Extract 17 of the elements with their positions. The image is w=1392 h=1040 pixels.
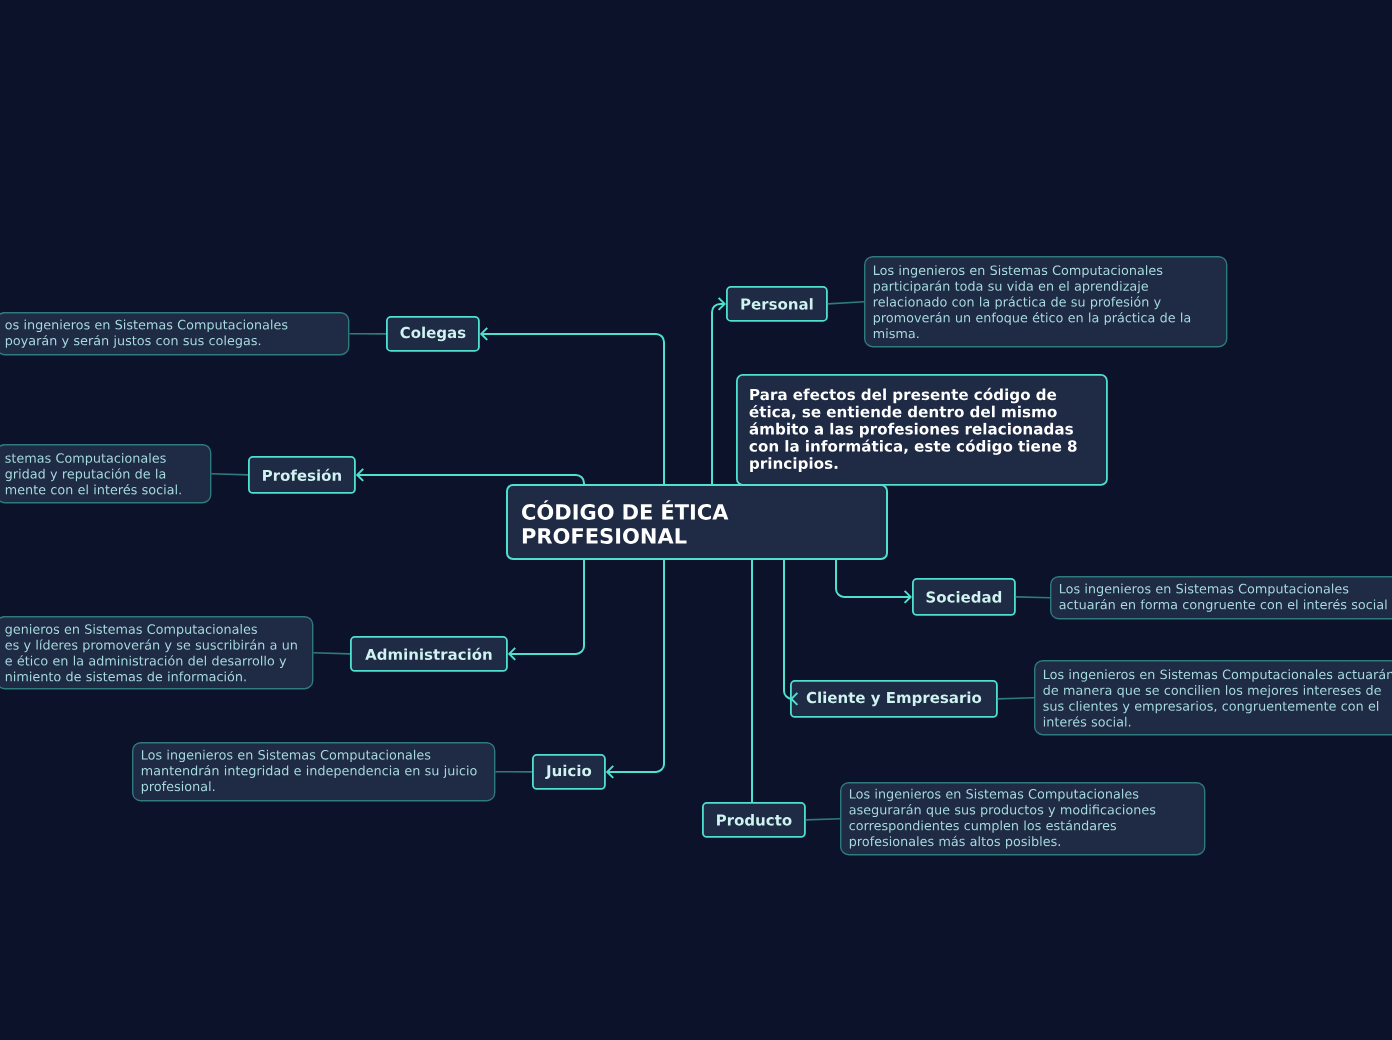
connector [355,467,585,485]
connector [210,472,249,476]
connector [711,296,726,485]
connector [348,332,387,335]
central-topic-box: CÓDIGO DE ÉTICA PROFESIONAL [506,484,888,560]
connector [312,651,351,655]
connector [835,559,912,604]
connector [507,559,585,661]
connector [805,817,841,821]
connector [827,300,865,305]
connector [479,326,665,485]
connector [494,770,533,773]
connector [783,559,799,706]
connector [1015,596,1051,599]
connector [997,696,1035,700]
connector [751,559,753,803]
connector [605,559,665,779]
